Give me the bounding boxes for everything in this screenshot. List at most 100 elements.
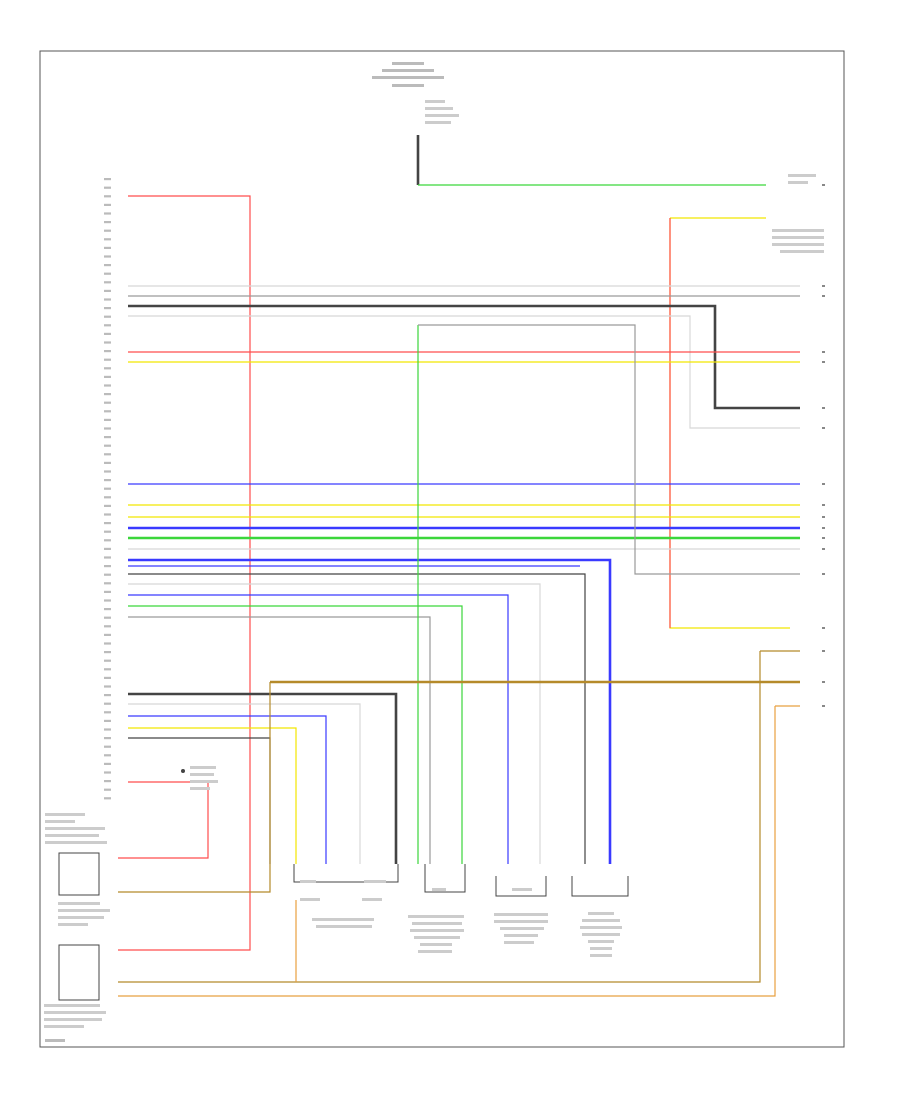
wire-brown-left xyxy=(118,682,271,893)
terminal-marker-12 xyxy=(822,548,825,550)
pin-label xyxy=(104,676,111,679)
pin-label xyxy=(104,289,111,292)
terminal-marker-2 xyxy=(822,295,825,297)
pin-label xyxy=(104,530,111,533)
bottom-component-2 xyxy=(408,864,466,953)
pin-label xyxy=(104,315,111,318)
pin-label xyxy=(104,625,111,628)
pin-label xyxy=(104,788,111,791)
pin-label xyxy=(104,556,111,559)
wire-row-16 xyxy=(128,583,541,864)
wire-row-25 xyxy=(118,781,209,859)
pin-label xyxy=(104,771,111,774)
pin-label xyxy=(104,754,111,757)
terminal-marker-11 xyxy=(822,537,825,539)
bottom-component-3 xyxy=(494,876,548,944)
pin-label xyxy=(104,186,111,189)
pin-label xyxy=(104,479,111,482)
terminal-marker-14 xyxy=(822,627,825,629)
terminal-marker-0 xyxy=(822,184,825,186)
bottom-component-4 xyxy=(571,876,629,957)
pin-label xyxy=(104,668,111,671)
wire-group xyxy=(118,135,800,997)
pin-label xyxy=(104,221,111,224)
wire-yellow-right xyxy=(669,217,790,629)
terminal-marker-1 xyxy=(822,285,825,287)
pin-label xyxy=(104,229,111,232)
pin-label xyxy=(104,341,111,344)
pin-label xyxy=(104,375,111,378)
pin-label xyxy=(104,745,111,748)
pin-label xyxy=(104,350,111,353)
wire-row-3 xyxy=(128,304,800,410)
wire-row-24 xyxy=(128,737,271,864)
bottom-component-1 xyxy=(293,864,399,928)
pin-label xyxy=(104,444,111,447)
wire-row-4 xyxy=(128,315,800,429)
pin-label xyxy=(104,616,111,619)
right-terminal-markers xyxy=(822,184,825,707)
wire-row-17 xyxy=(128,594,509,864)
pin-label xyxy=(104,332,111,335)
wire-row-23 xyxy=(128,727,297,864)
wire-row-13 xyxy=(128,558,612,864)
pin-label xyxy=(104,762,111,765)
terminal-marker-7 xyxy=(822,483,825,485)
right-top-labels xyxy=(772,174,824,253)
pin-label xyxy=(104,203,111,206)
pin-label xyxy=(104,255,111,258)
pin-label xyxy=(104,401,111,404)
terminal-marker-13 xyxy=(822,573,825,575)
terminal-marker-8 xyxy=(822,504,825,506)
pin-label xyxy=(104,685,111,688)
pin-label xyxy=(104,651,111,654)
wire-row-20 xyxy=(128,692,398,864)
connector-pin-column xyxy=(104,178,111,800)
pin-label xyxy=(104,694,111,697)
pin-label xyxy=(104,565,111,568)
pin-label xyxy=(104,780,111,783)
pin-label xyxy=(104,367,111,370)
pin-label xyxy=(104,642,111,645)
pin-label xyxy=(104,513,111,516)
wire-row-18 xyxy=(128,605,463,864)
pin-label xyxy=(104,797,111,800)
pin-label xyxy=(104,358,111,361)
pin-label xyxy=(104,410,111,413)
pin-label xyxy=(104,582,111,585)
terminal-marker-9 xyxy=(822,516,825,518)
pin-label xyxy=(104,324,111,327)
terminal-marker-6 xyxy=(822,427,825,429)
footer-mark xyxy=(45,1039,65,1042)
terminal-marker-3 xyxy=(822,351,825,353)
pin-label xyxy=(104,195,111,198)
pin-label xyxy=(104,573,111,576)
wire-gray-loop xyxy=(418,324,800,575)
pin-label xyxy=(104,453,111,456)
pin-label xyxy=(104,272,111,275)
terminal-marker-17 xyxy=(822,705,825,707)
pin-label xyxy=(104,487,111,490)
pin-label xyxy=(104,496,111,499)
pin-label xyxy=(104,427,111,430)
wire-row-22 xyxy=(128,715,327,864)
pin-label xyxy=(104,393,111,396)
pin-label xyxy=(104,737,111,740)
wire-brown-return xyxy=(118,651,761,983)
terminal-marker-16 xyxy=(822,681,825,683)
pin-label xyxy=(104,246,111,249)
pin-label xyxy=(104,238,111,241)
pin-label xyxy=(104,470,111,473)
pin-label xyxy=(104,547,111,550)
pin-label xyxy=(104,264,111,267)
pin-label xyxy=(104,522,111,525)
pin-label xyxy=(104,212,111,215)
pin-label xyxy=(104,436,111,439)
pin-label xyxy=(104,659,111,662)
left-component-1 xyxy=(58,852,110,926)
wire-row-15 xyxy=(128,573,586,864)
pin-label xyxy=(104,298,111,301)
pin-label xyxy=(104,702,111,705)
pin-label xyxy=(104,418,111,421)
